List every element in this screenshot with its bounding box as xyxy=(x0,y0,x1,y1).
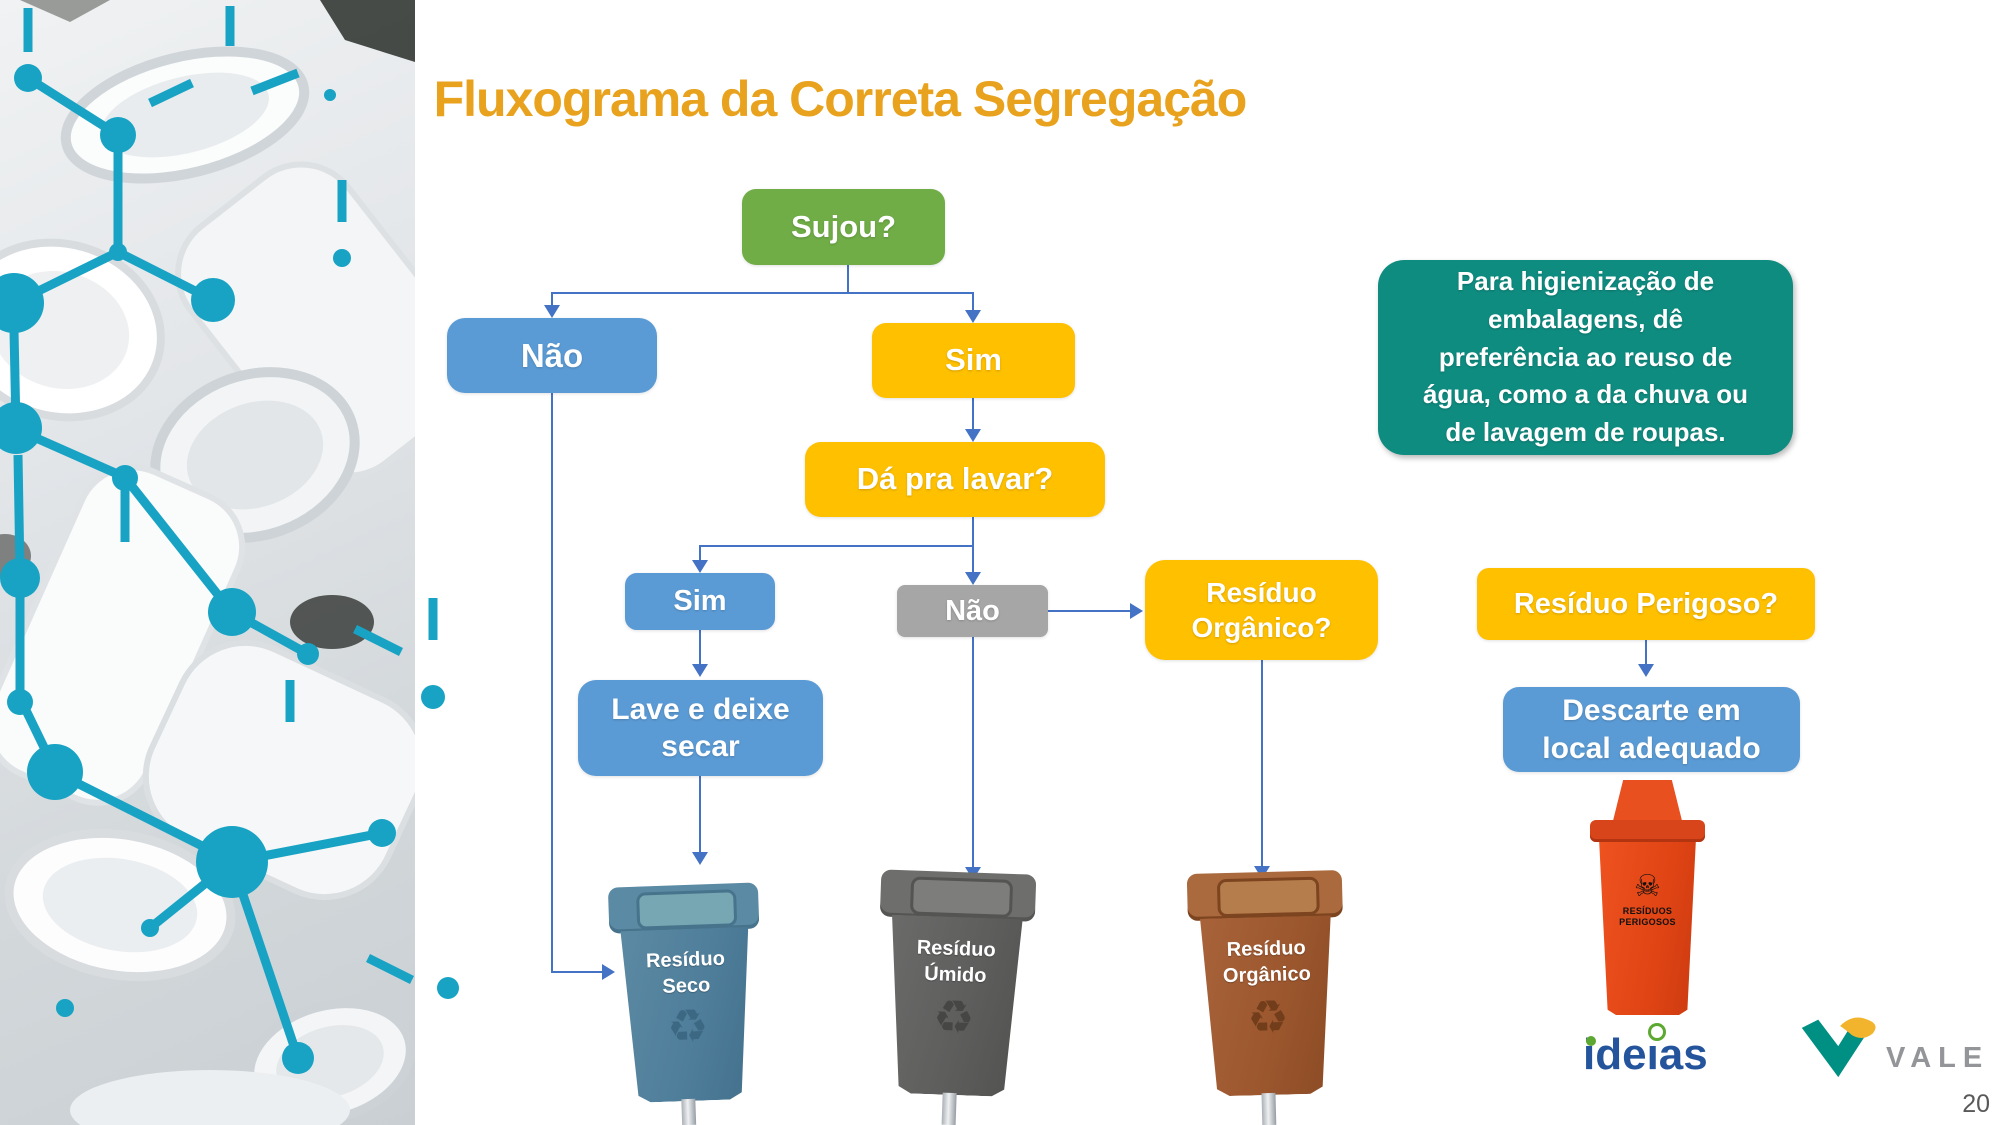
connector xyxy=(972,292,974,311)
bin-seco-label-line2: Seco xyxy=(662,974,711,998)
recycle-icon: ♻ xyxy=(932,990,976,1044)
bin-organico-label-line2: Orgânico xyxy=(1222,962,1312,988)
bin-pole xyxy=(681,1098,697,1125)
node-sujou: Sujou? xyxy=(742,189,945,265)
molecule-atoms xyxy=(0,64,459,1074)
node-lave-line2: secar xyxy=(661,730,740,763)
vale-v-mark-icon xyxy=(1801,1017,1876,1078)
bin-residuo-organico: Resíduo Orgânico ♻ xyxy=(1186,870,1349,1125)
ideias-logo-text: ideias xyxy=(1583,1030,1708,1079)
bin-residuo-umido: Resíduo Úmido ♻ xyxy=(873,869,1037,1125)
bin-residuos-perigosos: ☠ RESÍDUOS PERIGOSOS xyxy=(1590,780,1705,1015)
arrowhead xyxy=(544,305,560,318)
node-descarte-line1: Descarte em xyxy=(1562,694,1741,727)
connector xyxy=(552,292,973,294)
bin-pole xyxy=(1261,1092,1277,1125)
connector xyxy=(699,545,701,561)
node-nao-top: Não xyxy=(447,318,657,393)
node-descarte-line2: local adequado xyxy=(1542,731,1761,765)
bin-perigoso-label-line1: RESÍDUOS xyxy=(1622,906,1673,916)
connector xyxy=(972,517,974,545)
page-title: Fluxograma da Correta Segregação xyxy=(433,71,1248,127)
bin-perigoso-label-line2: PERIGOSOS xyxy=(1619,917,1676,928)
bin-opening xyxy=(636,889,738,930)
connector xyxy=(551,292,553,306)
connector xyxy=(551,393,553,973)
plastic-cups-photo-panel xyxy=(0,0,470,1125)
ideias-logo: ideias xyxy=(1583,1023,1733,1088)
callout-line: preferência ao reuso de xyxy=(1438,341,1733,372)
skull-icon: ☠ xyxy=(1634,870,1661,903)
bin-residuo-seco: Resíduo Seco ♻ xyxy=(607,882,766,1125)
bin-umido-label-line2: Úmido xyxy=(923,962,987,988)
node-residuo-perigoso: Resíduo Perigoso? xyxy=(1477,568,1815,640)
ideias-green-ring-icon xyxy=(1648,1023,1666,1041)
callout-line: embalagens, dê xyxy=(1487,303,1684,334)
callout-line: água, como a da chuva ou xyxy=(1422,379,1749,410)
bin-pole xyxy=(941,1092,957,1125)
arrowhead xyxy=(602,964,615,980)
callout-line: Para higienização de xyxy=(1456,266,1715,297)
bin-body xyxy=(1599,842,1696,1015)
arrowhead xyxy=(692,560,708,573)
cups-illustration xyxy=(0,0,415,1125)
bin-opening xyxy=(909,876,1014,918)
bin-swing-lid xyxy=(1612,780,1683,822)
node-lave-e-deixe-secar: Lave e deixe secar xyxy=(578,680,823,776)
node-residuo-perigoso-label: Resíduo Perigoso? xyxy=(1513,587,1779,620)
connector xyxy=(972,637,974,869)
node-sim-wash: Sim xyxy=(625,573,775,630)
arrowhead xyxy=(965,429,981,442)
recycle-icon: ♻ xyxy=(666,999,710,1053)
callout-line: de lavagem de roupas. xyxy=(1445,417,1726,448)
connector xyxy=(700,545,973,547)
node-nao-top-label: Não xyxy=(520,336,584,374)
arrowhead xyxy=(1638,664,1654,677)
connector xyxy=(972,398,974,430)
connector xyxy=(699,630,701,665)
molecule-pattern-overlay xyxy=(0,0,459,1125)
arrowhead xyxy=(692,852,708,865)
arrowhead xyxy=(692,664,708,677)
node-lave-line1: Lave e deixe xyxy=(611,692,790,726)
connector xyxy=(847,265,849,292)
node-da-pra-lavar: Dá pra lavar? xyxy=(805,442,1105,517)
connector xyxy=(551,971,603,973)
connector xyxy=(699,776,701,854)
vale-logo: VALE xyxy=(1800,1014,2000,1084)
ideias-green-dot xyxy=(1586,1036,1596,1046)
bin-opening xyxy=(1216,876,1320,918)
node-nao-wash: Não xyxy=(897,585,1048,637)
connector xyxy=(972,545,974,573)
node-sim-top-label: Sim xyxy=(945,342,1002,378)
node-residuo-organico-line2: Orgânico? xyxy=(1191,612,1332,643)
node-residuo-organico-line1: Resíduo xyxy=(1206,577,1317,608)
hygiene-tip-callout: Para higienização de embalagens, dê pref… xyxy=(1378,260,1793,455)
bin-lid xyxy=(1590,820,1705,842)
node-sim-wash-label: Sim xyxy=(673,585,727,618)
node-da-pra-lavar-label: Dá pra lavar? xyxy=(856,461,1054,497)
node-nao-wash-label: Não xyxy=(945,594,1000,627)
connector xyxy=(1645,640,1647,666)
vale-logo-text: VALE xyxy=(1886,1042,1990,1074)
arrowhead xyxy=(965,572,981,585)
node-residuo-organico: Resíduo Orgânico? xyxy=(1145,560,1378,660)
page-number: 20 xyxy=(1962,1090,1990,1118)
connector xyxy=(1048,610,1132,612)
bin-organico-label-line1: Resíduo xyxy=(1226,936,1306,962)
node-sujou-label: Sujou? xyxy=(790,208,897,244)
connector xyxy=(1261,660,1263,868)
arrowhead xyxy=(1130,603,1143,619)
node-sim-top: Sim xyxy=(872,323,1075,398)
arrowhead xyxy=(965,310,981,323)
node-descarte-local-adequado: Descarte em local adequado xyxy=(1503,687,1800,772)
recycle-icon: ♻ xyxy=(1246,990,1290,1044)
